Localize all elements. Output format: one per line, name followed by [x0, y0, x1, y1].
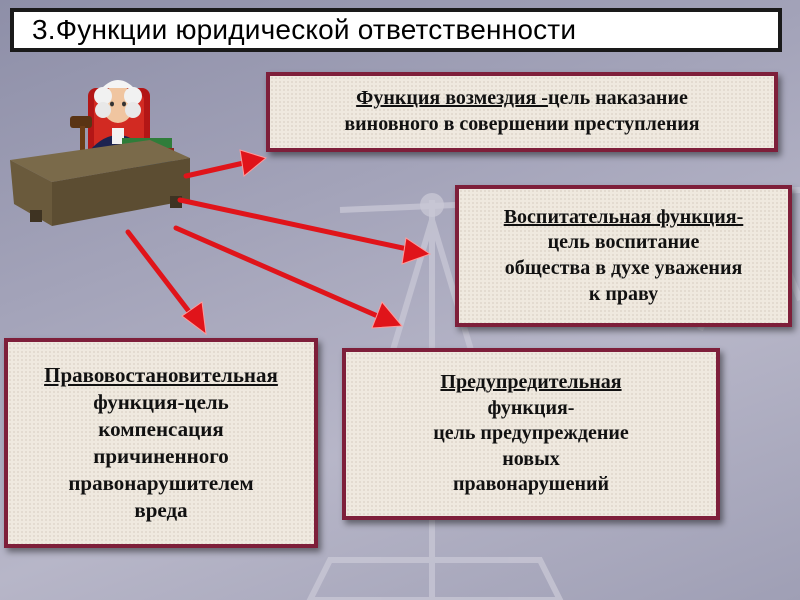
preventive-heading: Предупредительная	[440, 371, 622, 394]
educational-heading: Воспитательная функция-	[503, 205, 744, 228]
preventive-line-1: функция-	[487, 396, 575, 419]
restorative-line-3: причиненного	[93, 444, 229, 468]
retribution-line-1: Функция возмездия -цель наказание	[356, 86, 688, 112]
restorative-function-box: Правовостановительная функция-цель компе…	[4, 338, 318, 548]
educational-function-box: Воспитательная функция- цель воспитание …	[455, 185, 792, 327]
arrow-to-restorative	[125, 229, 197, 321]
arrow-to-retribution	[183, 159, 251, 179]
restorative-line-2: компенсация	[98, 417, 224, 442]
educational-line-1: цель воспитание	[547, 231, 700, 254]
retribution-line-2: виновного в совершении преступления	[344, 113, 700, 135]
educational-line-2: общества в духе уважения	[504, 257, 743, 279]
arrowhead-restorative	[181, 301, 207, 336]
preventive-line-3: новых	[502, 447, 560, 470]
restorative-line-1: функция-цель	[93, 390, 229, 415]
arrowhead-retribution	[239, 149, 268, 177]
educational-line-3: к праву	[588, 282, 659, 305]
preventive-line-2: цель предупреждение	[433, 422, 629, 445]
restorative-heading: Правовостановительная	[44, 363, 278, 388]
retribution-function-box: Функция возмездия -цель наказание виновн…	[266, 72, 778, 152]
preventive-function-box: Предупредительная функция- цель предупре…	[342, 348, 720, 520]
retribution-heading: Функция возмездия -	[356, 87, 548, 110]
restorative-line-5: вреда	[134, 497, 188, 522]
arrowhead-educational	[401, 237, 432, 265]
page-title-box: 3.Функции юридической ответственности	[10, 8, 782, 52]
arrow-to-educational	[177, 197, 415, 253]
retribution-rest: цель наказание	[547, 87, 688, 110]
arrow-to-preventive	[173, 225, 385, 321]
restorative-line-4: правонарушителем	[68, 470, 254, 495]
page-title: 3.Функции юридической ответственности	[32, 14, 577, 45]
preventive-line-4: правонарушений	[452, 473, 610, 496]
arrowhead-preventive	[371, 301, 404, 329]
